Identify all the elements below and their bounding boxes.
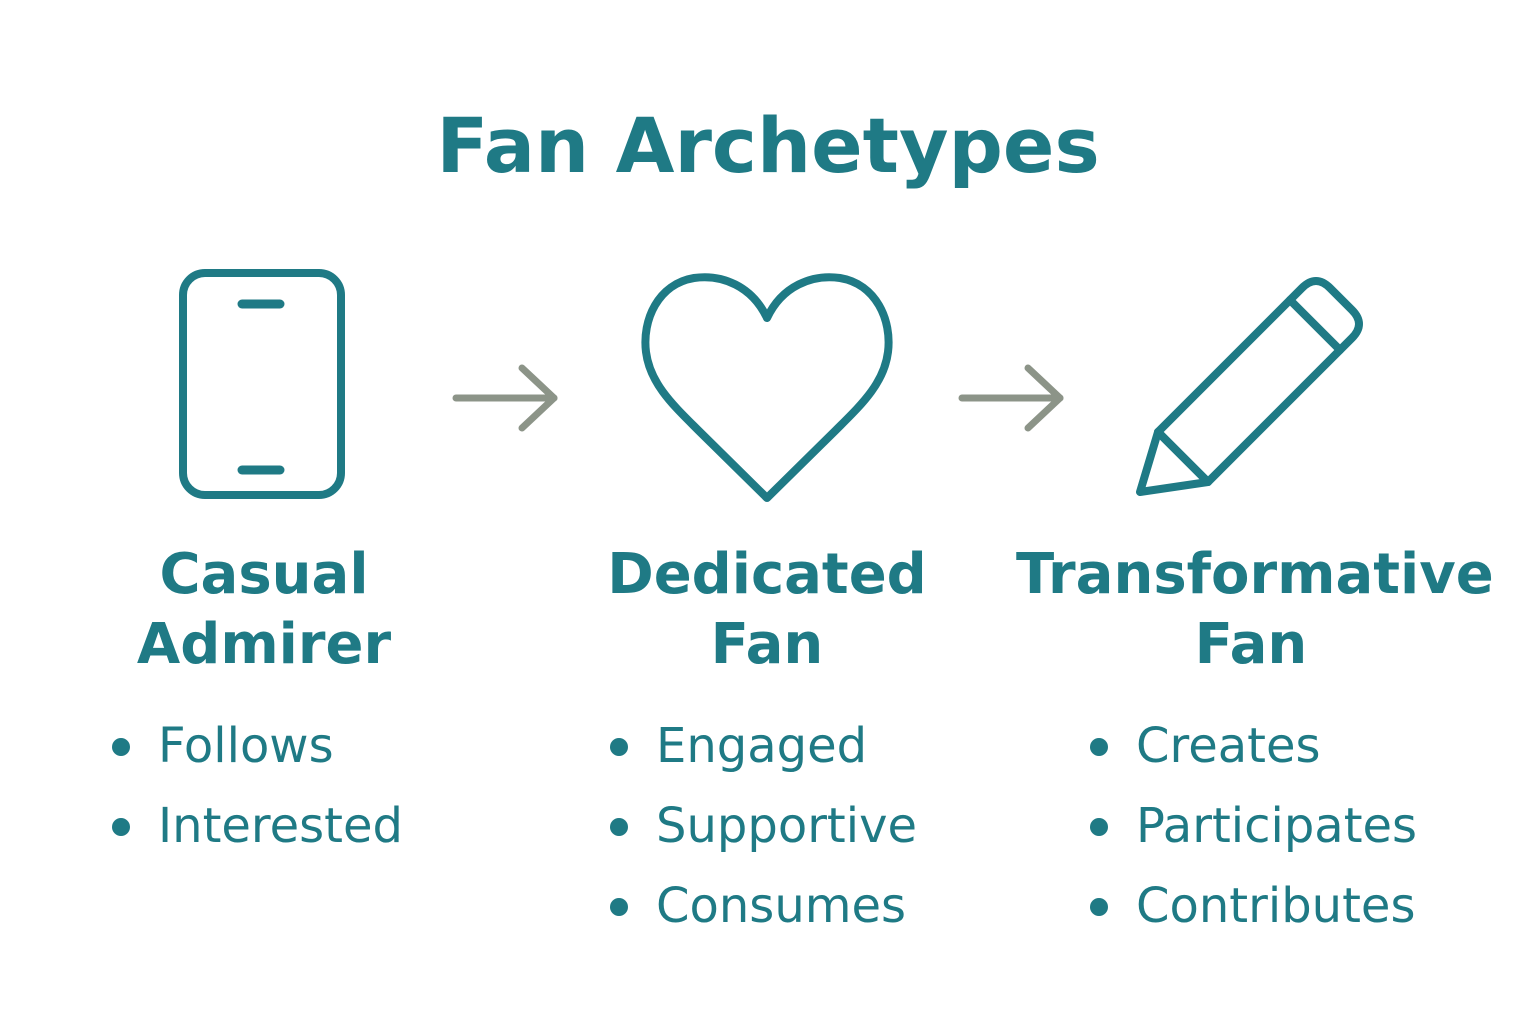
bullet-icon — [610, 738, 628, 756]
archetype-dedicated-fan: Dedicated Fan — [587, 540, 947, 680]
bullet-icon — [610, 898, 628, 916]
bullet-icon — [1090, 738, 1108, 756]
archetype-transformative-fan: Transformative Fan — [1016, 540, 1494, 680]
archetype-title: Transformative Fan — [1016, 542, 1494, 677]
trait-list: Follows Interested — [112, 706, 403, 866]
archetype-title: Dedicated Fan — [607, 542, 927, 677]
list-item: Follows — [112, 706, 403, 786]
bullet-icon — [1090, 898, 1108, 916]
list-item: Interested — [112, 786, 403, 866]
trait-list: Engaged Supportive Consumes — [610, 706, 917, 946]
bullet-icon — [112, 818, 130, 836]
trait-list: Creates Participates Contributes — [1090, 706, 1417, 946]
arrow-right-icon — [958, 364, 1064, 432]
diagram-title: Fan Archetypes — [436, 101, 1100, 190]
heart-icon — [641, 273, 893, 502]
archetype-title: Casual Admirer — [136, 542, 392, 677]
bullet-icon — [1090, 818, 1108, 836]
list-item: Engaged — [610, 706, 917, 786]
archetype-casual-admirer: Casual Admirer — [114, 540, 414, 680]
list-item: Participates — [1090, 786, 1417, 866]
list-item: Consumes — [610, 866, 917, 946]
smartphone-icon — [179, 269, 345, 499]
bullet-icon — [112, 738, 130, 756]
pencil-icon — [1136, 277, 1363, 496]
arrow-right-icon — [452, 364, 558, 432]
bullet-icon — [610, 818, 628, 836]
list-item: Contributes — [1090, 866, 1417, 946]
list-item: Supportive — [610, 786, 917, 866]
list-item: Creates — [1090, 706, 1417, 786]
